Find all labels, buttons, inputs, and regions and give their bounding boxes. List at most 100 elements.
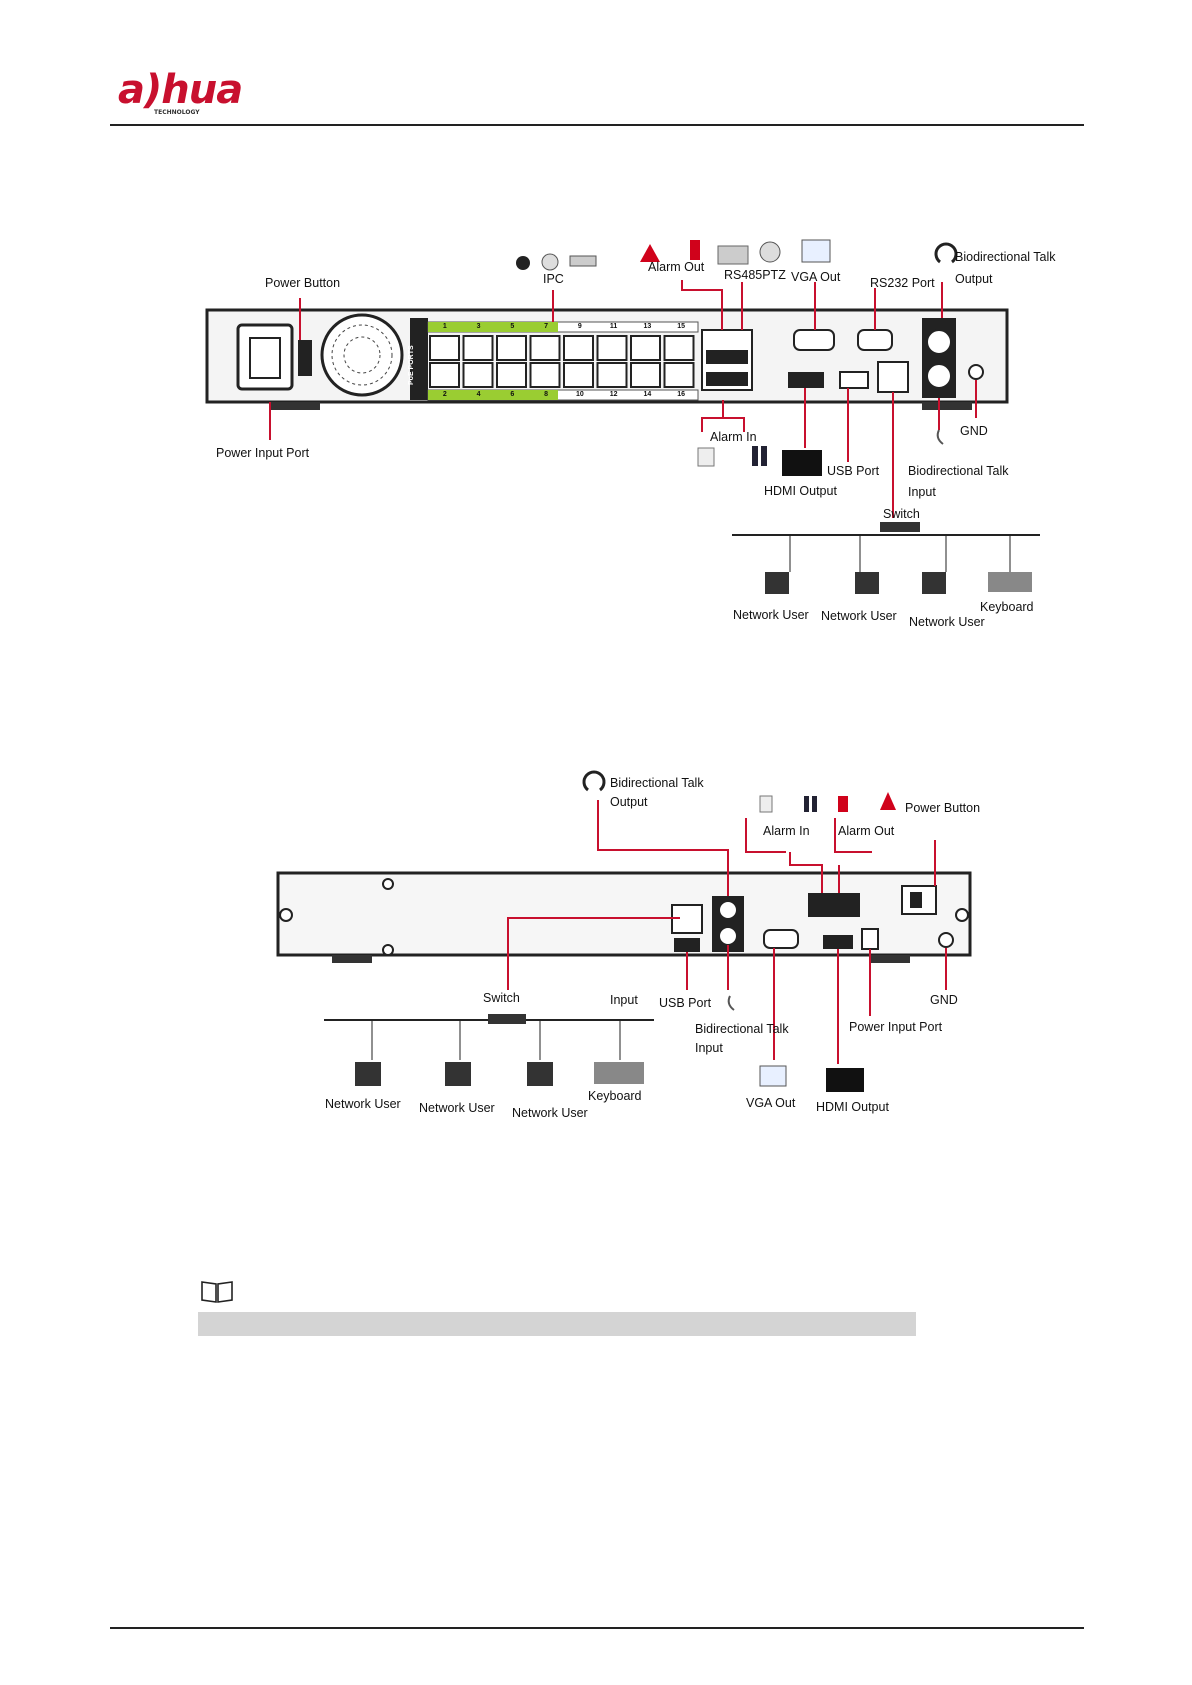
rj45-port bbox=[630, 362, 661, 388]
vga-monitor-icon bbox=[801, 239, 831, 263]
poe-port-number: 6 bbox=[510, 391, 515, 398]
rj45-port bbox=[462, 362, 494, 388]
rj45-port bbox=[462, 335, 494, 361]
rj45-port bbox=[563, 362, 594, 388]
hdmi-monitor-icon bbox=[782, 450, 822, 476]
hdmi-port-2 bbox=[823, 935, 853, 949]
poe-port-number: 14 bbox=[643, 391, 652, 398]
hdmi-port bbox=[788, 372, 824, 388]
poe-port-number: 13 bbox=[643, 323, 652, 330]
label-power-input-1: Power Input Port bbox=[216, 446, 310, 460]
rj45-port bbox=[529, 362, 561, 388]
label-switch-2: Switch bbox=[483, 991, 520, 1005]
label-talk-in-2a: Bidirectional Talk bbox=[695, 1022, 789, 1036]
foot-right bbox=[922, 402, 972, 410]
label-talk-in-1a: Biodirectional Talk bbox=[908, 464, 1009, 478]
mic-in-jack-2 bbox=[718, 926, 738, 946]
logo-subtext: TECHNOLOGY bbox=[154, 109, 200, 116]
alarm-terminal-2 bbox=[808, 893, 860, 917]
rj45-port bbox=[429, 362, 460, 388]
rj45-ports-grid bbox=[429, 335, 695, 388]
label-talk-in-1b: Input bbox=[908, 485, 936, 499]
rj45-port bbox=[630, 335, 661, 361]
note-bar bbox=[198, 1312, 916, 1336]
label-alarm-out-2: Alarm Out bbox=[838, 824, 895, 838]
label-talk-out-1b: Output bbox=[955, 272, 993, 286]
switch-icon bbox=[880, 522, 920, 532]
sensor-icon-2 bbox=[759, 795, 773, 813]
headset-icon-2 bbox=[582, 770, 606, 792]
label-vga-out-2: VGA Out bbox=[746, 1096, 796, 1110]
network-users-2 bbox=[355, 1062, 644, 1086]
poe-port-number: 7 bbox=[544, 323, 549, 330]
label-talk-out-2a: Bidirectional Talk bbox=[610, 776, 704, 790]
bullet-camera-icon bbox=[569, 255, 597, 267]
label-hdmi-2: HDMI Output bbox=[816, 1100, 889, 1114]
rj45-port bbox=[563, 335, 594, 361]
poe-port-number: 16 bbox=[677, 391, 686, 398]
label-net-user-2c: Network User bbox=[512, 1106, 588, 1120]
ptz-camera-icon bbox=[541, 253, 559, 271]
poe-port-number: 9 bbox=[577, 323, 582, 330]
poe-green-top bbox=[428, 322, 558, 332]
poe-port-number: 8 bbox=[544, 391, 549, 398]
label-vga-out-1: VGA Out bbox=[791, 270, 841, 284]
rj45-port bbox=[663, 362, 695, 388]
label-hdmi-1: HDMI Output bbox=[764, 484, 837, 498]
network-users-1 bbox=[765, 572, 1032, 594]
rj45-port bbox=[496, 335, 527, 361]
mic-out-jack-2 bbox=[718, 900, 738, 920]
rj45-port bbox=[596, 362, 628, 388]
diagram-1-graphics bbox=[205, 239, 1040, 594]
alarm-light-icon-2 bbox=[880, 792, 896, 810]
speed-dome-icon bbox=[759, 241, 781, 263]
label-talk-out-2b: Output bbox=[610, 795, 648, 809]
mic-out-jack bbox=[926, 329, 952, 355]
label-power-input-2: Power Input Port bbox=[849, 1020, 943, 1034]
leader-lines-1 bbox=[269, 280, 977, 518]
vga-monitor-icon-2 bbox=[759, 1065, 787, 1087]
screw-right bbox=[955, 908, 969, 922]
label-alarm-out-1: Alarm Out bbox=[648, 260, 705, 274]
mic-in-jack bbox=[926, 363, 952, 389]
poe-port-number: 15 bbox=[677, 323, 686, 330]
gnd-screw bbox=[968, 364, 984, 380]
vga-port-2 bbox=[763, 929, 799, 949]
label-net-user-2b: Network User bbox=[419, 1101, 495, 1115]
label-net-user-1a: Network User bbox=[733, 608, 809, 622]
label-usb-1: USB Port bbox=[827, 464, 880, 478]
label-power-button-2: Power Button bbox=[905, 801, 981, 815]
label-rs232: RS232 Port bbox=[870, 276, 935, 290]
poe-port-number: 3 bbox=[476, 323, 481, 330]
poe-green-bottom bbox=[428, 390, 558, 400]
poe-port-number: 1 bbox=[442, 323, 447, 330]
poe-port-number: 4 bbox=[476, 391, 481, 398]
footer-rule bbox=[110, 1627, 1084, 1629]
sensor-icon bbox=[697, 447, 715, 467]
header-rule bbox=[110, 124, 1084, 126]
ptz-decoder-icon bbox=[717, 245, 749, 265]
label-net-user-1b: Network User bbox=[821, 609, 897, 623]
ir-detector-icon-2b bbox=[812, 796, 817, 812]
label-rs485: RS485PTZ bbox=[724, 268, 786, 282]
user-drops-1 bbox=[789, 535, 1011, 572]
fan-icon bbox=[320, 313, 404, 397]
label-gnd-1: GND bbox=[960, 424, 988, 438]
alarm-light-icon bbox=[640, 244, 660, 262]
label-gnd-2: GND bbox=[930, 993, 958, 1007]
foot-left bbox=[270, 402, 320, 410]
dc-input-2 bbox=[861, 928, 879, 950]
poe-label-strip bbox=[410, 318, 428, 400]
label-talk-in-2b: Input bbox=[695, 1041, 723, 1055]
label-keyboard-1: Keyboard bbox=[980, 600, 1034, 614]
usb-port bbox=[839, 371, 869, 389]
poe-port-number: 2 bbox=[442, 391, 447, 398]
label-alarm-in-2: Alarm In bbox=[763, 824, 810, 838]
label-alarm-in-1: Alarm In bbox=[710, 430, 757, 444]
headset-icon bbox=[934, 242, 958, 264]
hdmi-monitor-icon-2 bbox=[826, 1068, 864, 1092]
label-usb-2: USB Port bbox=[659, 996, 712, 1010]
rj45-port bbox=[529, 335, 561, 361]
